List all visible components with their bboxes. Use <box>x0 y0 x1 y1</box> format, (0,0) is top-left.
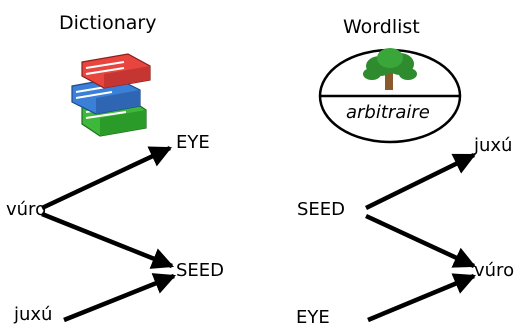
dictionary-word-vuro: vúro <box>6 199 47 220</box>
wordlist-word-seed: SEED <box>297 199 346 220</box>
arrow-seed-to-vuro <box>365 213 476 269</box>
dictionary-title: Dictionary <box>59 12 157 34</box>
wordlist-word-vuro: vúro <box>474 260 515 281</box>
arrow-vuro-to-seed <box>41 211 175 269</box>
books-stack-icon <box>71 53 151 137</box>
emblem-label: arbitraire <box>346 102 430 123</box>
wordlist-word-juxu: juxú <box>474 135 513 156</box>
arbitraire-tree-emblem-icon <box>318 48 462 144</box>
arrow-vuro-to-eye <box>41 145 172 211</box>
dictionary-word-seed: SEED <box>176 260 225 281</box>
dictionary-word-eye: EYE <box>176 132 210 153</box>
wordlist-word-eye: EYE <box>296 307 330 328</box>
wordlist-title: Wordlist <box>343 16 420 38</box>
arrow-eye-to-vuro <box>367 273 477 323</box>
dictionary-word-juxu: juxú <box>14 304 53 325</box>
arrow-juxu-to-seed <box>63 273 177 323</box>
arrow-seed-to-juxu <box>365 152 476 211</box>
